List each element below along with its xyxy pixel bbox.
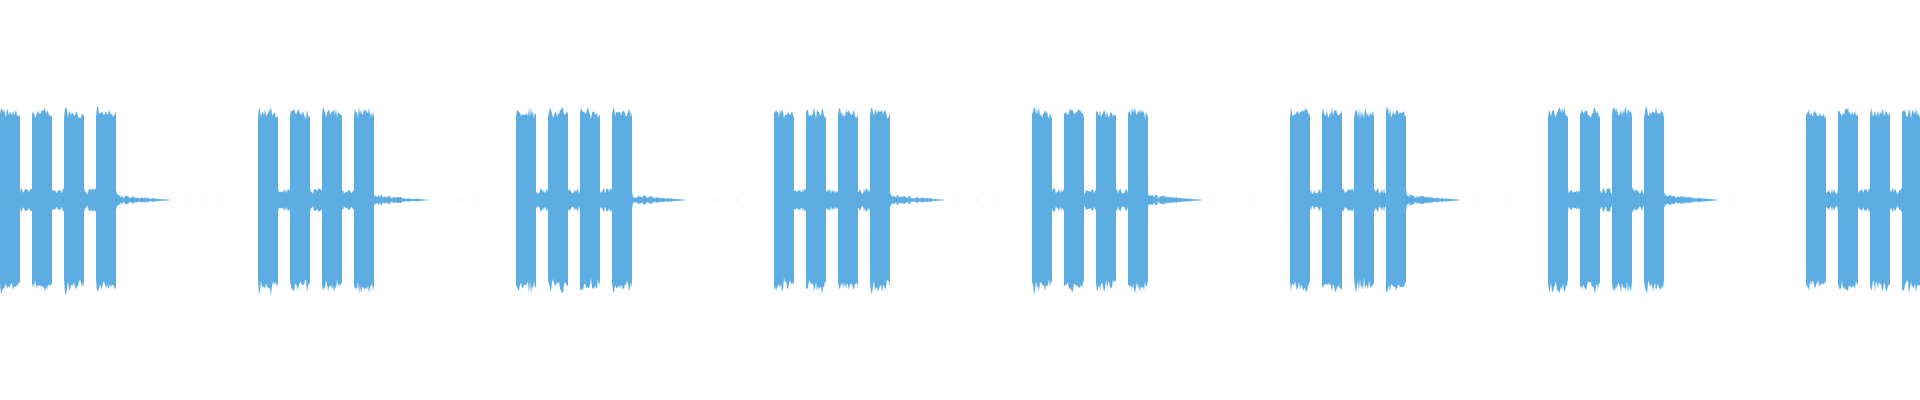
waveform-speck bbox=[202, 199, 204, 201]
waveform-tail bbox=[1032, 188, 1202, 212]
waveform-burst-group bbox=[0, 106, 219, 296]
waveform-speck bbox=[718, 199, 720, 201]
waveform-speck bbox=[1749, 199, 1751, 201]
waveform-speck bbox=[1508, 199, 1509, 201]
waveform-burst-group bbox=[1032, 106, 1253, 296]
waveform-speck bbox=[1231, 199, 1233, 201]
waveform-speck bbox=[1251, 199, 1253, 201]
waveform-tail bbox=[516, 188, 686, 212]
waveform-burst-group bbox=[1290, 106, 1509, 293]
waveform-tail bbox=[1548, 188, 1718, 212]
waveform-burst-group bbox=[1806, 107, 1920, 294]
waveform-speck bbox=[975, 199, 977, 201]
waveform-speck bbox=[185, 199, 187, 201]
waveform-speck bbox=[439, 199, 441, 201]
waveform-speck bbox=[1475, 199, 1477, 201]
waveform-speck bbox=[735, 199, 737, 201]
waveform-burst-group bbox=[1548, 106, 1769, 295]
waveform-burst-group bbox=[774, 106, 995, 295]
waveform-tail bbox=[0, 188, 170, 212]
waveform-speck bbox=[697, 199, 699, 201]
waveform-burst-group bbox=[258, 106, 476, 296]
waveform-speck bbox=[217, 199, 219, 201]
waveform-tail bbox=[1806, 188, 1920, 212]
waveform-tail bbox=[1290, 188, 1460, 212]
waveform-tail bbox=[258, 188, 428, 212]
waveform-tail bbox=[774, 188, 944, 212]
waveform-speck bbox=[1767, 199, 1769, 201]
waveform-speck bbox=[994, 199, 995, 201]
waveform-speck bbox=[957, 199, 959, 201]
waveform-speck bbox=[474, 199, 476, 201]
waveform-burst-group bbox=[516, 106, 737, 295]
waveform-speck bbox=[1493, 199, 1495, 201]
waveform-speck bbox=[456, 199, 458, 201]
waveform-speck bbox=[1731, 199, 1733, 201]
waveform-speck bbox=[1212, 199, 1214, 201]
